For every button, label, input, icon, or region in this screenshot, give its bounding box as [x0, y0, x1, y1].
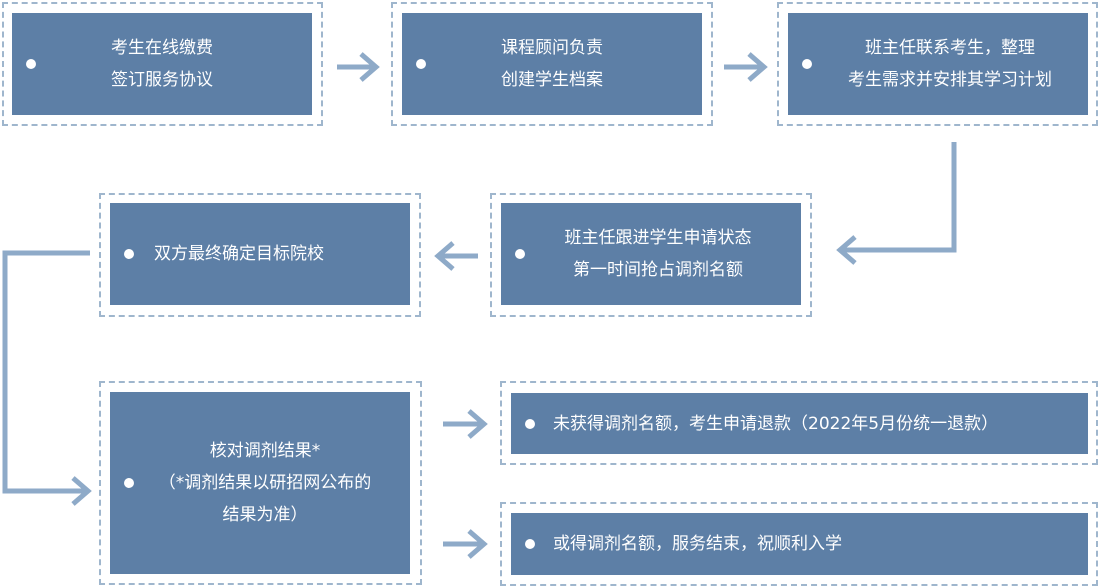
step6-line3: 结果为准） — [159, 499, 372, 531]
step2-box: 课程顾问负责 创建学生档案 — [402, 13, 702, 115]
outcome1-box: 未获得调剂名额，考生申请退款（2022年5月份统一退款） — [511, 393, 1088, 454]
outcome2-label: 或得调剂名额，服务结束，祝顺利入学 — [553, 528, 842, 560]
outcome2-box: 或得调剂名额，服务结束，祝顺利入学 — [511, 513, 1088, 575]
step3-box: 班主任联系考生，整理 考生需求并安排其学习计划 — [788, 13, 1088, 115]
arrow-step6-to-outcome2 — [443, 531, 484, 557]
bullet-icon — [124, 478, 134, 488]
step1-box: 考生在线缴费 签订服务协议 — [12, 13, 312, 115]
step6-line1: 核对调剂结果* — [159, 435, 372, 467]
step4-line1: 班主任跟进学生申请状态 — [565, 222, 752, 254]
step1-line2: 签订服务协议 — [111, 64, 213, 96]
arrow-step3-to-step4 — [840, 142, 954, 263]
arrow-step4-to-step5 — [438, 243, 478, 269]
step4-text: 班主任跟进学生申请状态 第一时间抢占调剂名额 — [551, 222, 752, 286]
step2-line1: 课程顾问负责 — [501, 32, 603, 64]
arrow-step2-to-step3 — [724, 54, 764, 80]
step6-box: 核对调剂结果* （*调剂结果以研招网公布的 结果为准） — [110, 392, 410, 574]
step3-text: 班主任联系考生，整理 考生需求并安排其学习计划 — [824, 32, 1052, 96]
bullet-icon — [525, 539, 535, 549]
step5-box: 双方最终确定目标院校 — [110, 203, 410, 305]
arrow-step5-to-step6 — [5, 253, 90, 504]
bullet-icon — [26, 59, 36, 69]
step4-line2: 第一时间抢占调剂名额 — [565, 254, 752, 286]
step3-line1: 班主任联系考生，整理 — [848, 32, 1052, 64]
arrow-step1-to-step2 — [337, 54, 376, 80]
step5-label: 双方最终确定目标院校 — [154, 238, 324, 270]
bullet-icon — [802, 59, 812, 69]
step3-line2: 考生需求并安排其学习计划 — [848, 64, 1052, 96]
outcome1-label: 未获得调剂名额，考生申请退款（2022年5月份统一退款） — [553, 408, 998, 440]
arrow-step6-to-outcome1 — [443, 411, 484, 437]
step4-box: 班主任跟进学生申请状态 第一时间抢占调剂名额 — [501, 203, 801, 305]
step1-text: 考生在线缴费 签订服务协议 — [111, 32, 213, 96]
bullet-icon — [124, 249, 134, 259]
step2-text: 课程顾问负责 创建学生档案 — [501, 32, 603, 96]
bullet-icon — [525, 419, 535, 429]
bullet-icon — [515, 249, 525, 259]
step1-line1: 考生在线缴费 — [111, 32, 213, 64]
bullet-icon — [416, 59, 426, 69]
step6-text: 核对调剂结果* （*调剂结果以研招网公布的 结果为准） — [149, 435, 372, 531]
step6-line2: （*调剂结果以研招网公布的 — [159, 467, 372, 499]
step2-line2: 创建学生档案 — [501, 64, 603, 96]
